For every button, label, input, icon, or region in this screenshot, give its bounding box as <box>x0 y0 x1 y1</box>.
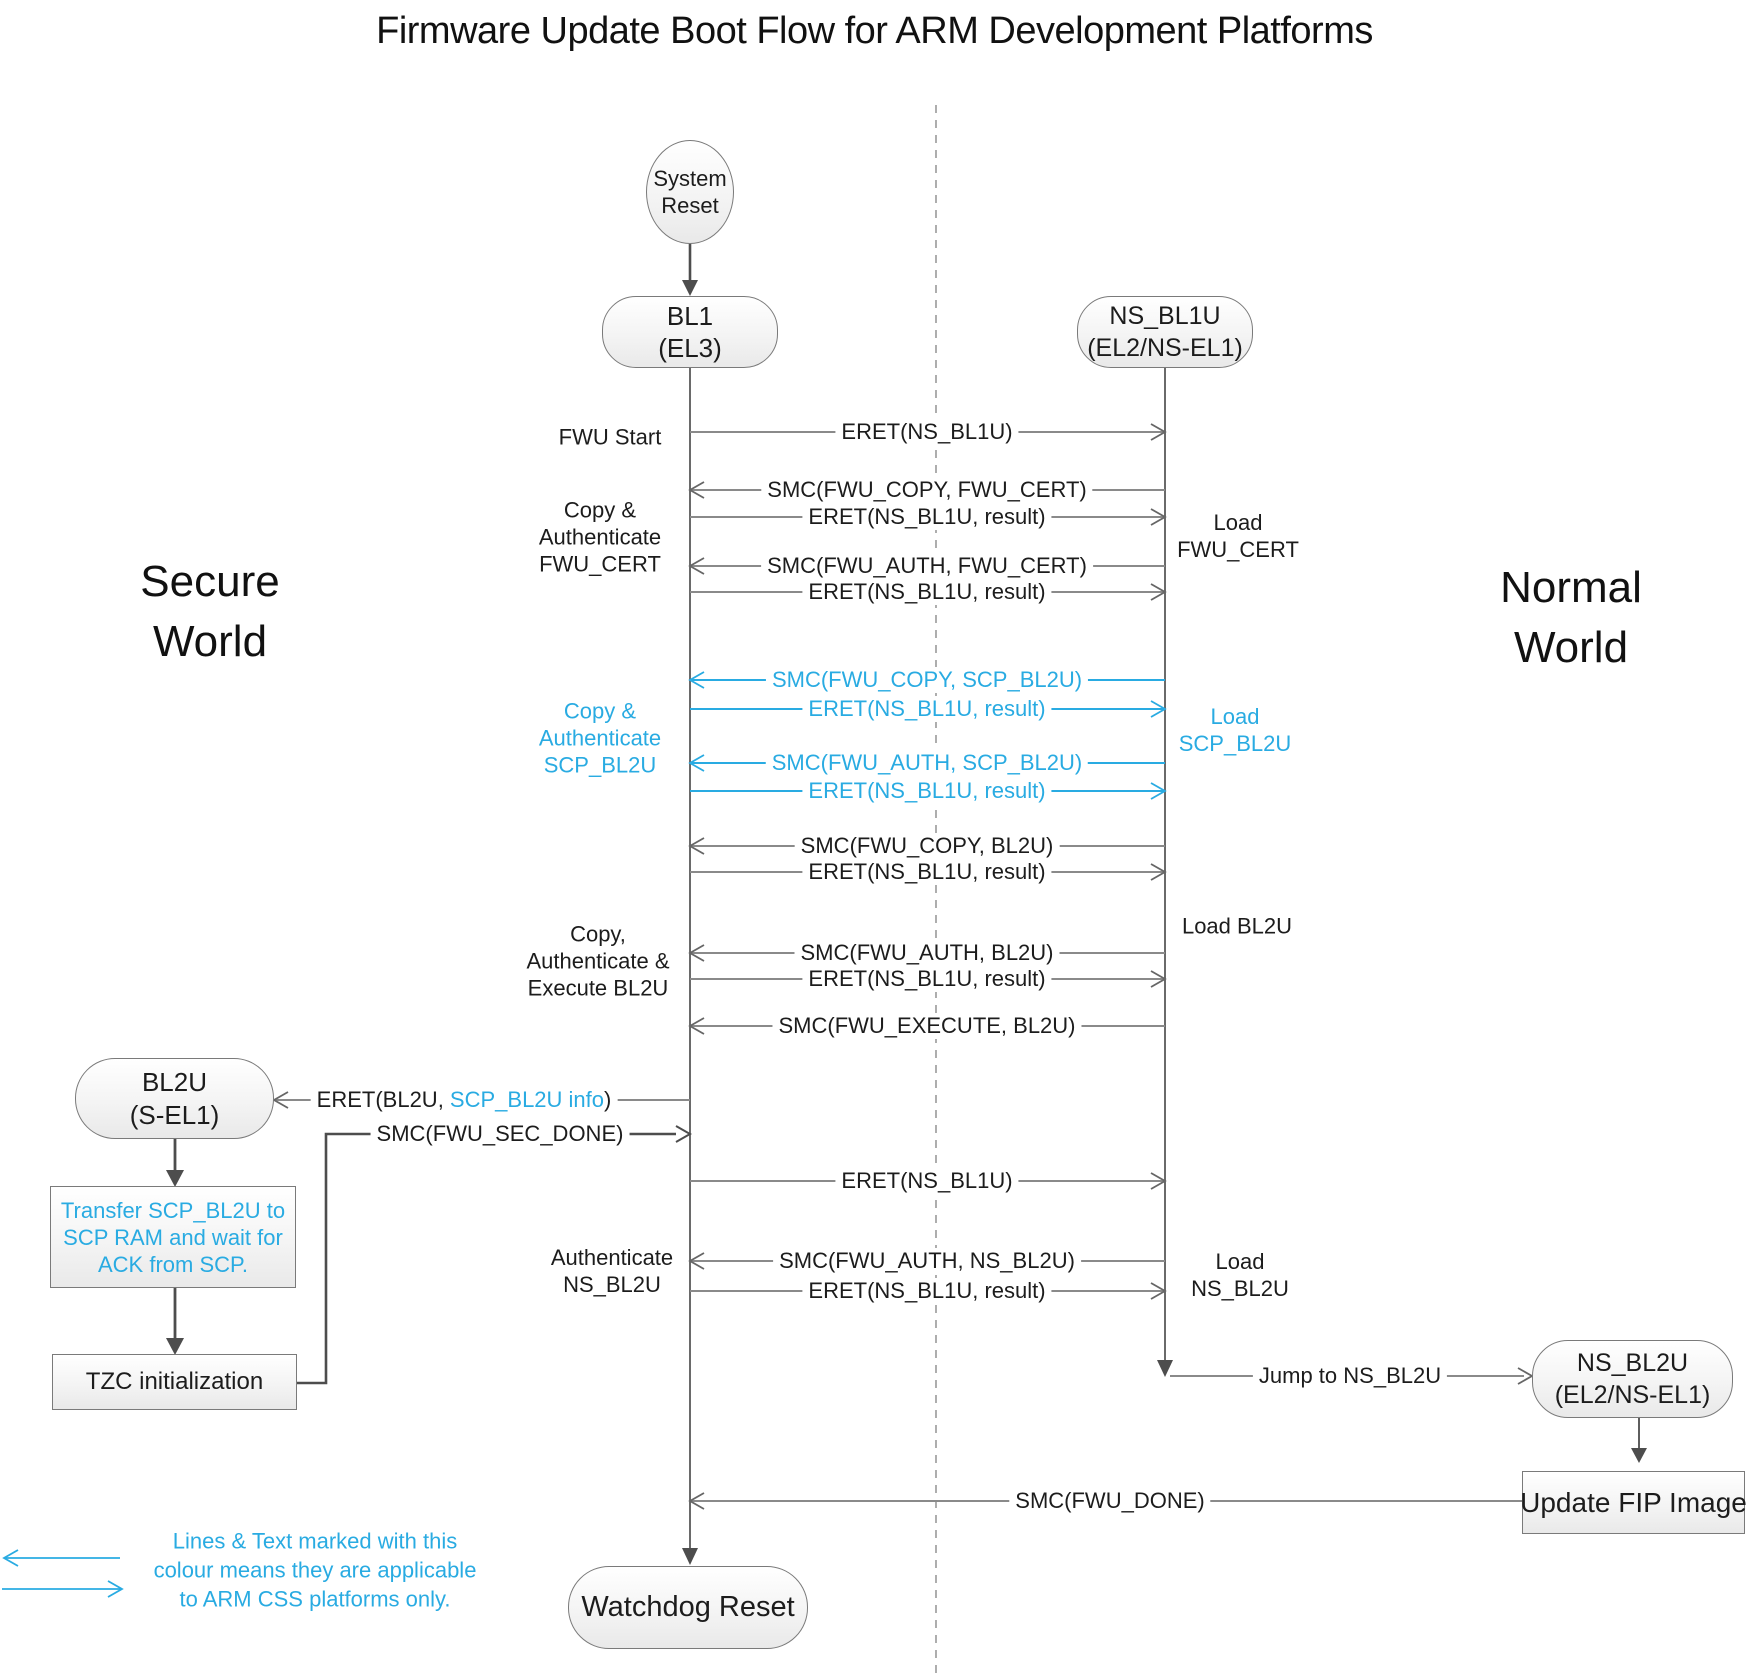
bl1-lifeline-arrowhead <box>682 1548 698 1565</box>
transfer-line1: Transfer SCP_BL2U to <box>60 1197 286 1223</box>
msg-eret-bl2u-scp-info: ERET(BL2U, SCP_BL2U info) <box>310 1087 618 1113</box>
msg-smc-fwu-auth-scp: SMC(FWU_AUTH, SCP_BL2U) <box>765 750 1089 776</box>
label-copy-auth-fwu-cert: Copy & Authenticate FWU_CERT <box>539 497 661 578</box>
msg-smc-fwu-auth-bl2u: SMC(FWU_AUTH, BL2U) <box>794 940 1060 966</box>
tzc-label: TZC initialization <box>85 1368 264 1395</box>
normal-world-line2: World <box>1513 623 1629 672</box>
msg-eret-result-1: ERET(NS_BL1U, result) <box>802 504 1052 530</box>
normal-world-line1: Normal <box>1500 563 1642 612</box>
label-line: Authenticate & <box>526 948 670 974</box>
label-authenticate-ns-bl2u: Authenticate NS_BL2U <box>551 1244 673 1298</box>
label-copy-auth-exec-bl2u: Copy, Authenticate & Execute BL2U <box>526 921 669 1002</box>
ns-bl1u-lifeline-arrowhead <box>1157 1360 1173 1377</box>
msg-eret-bl2u-part2: SCP_BL2U info <box>449 1087 605 1112</box>
label-load-ns-bl2u: Load NS_BL2U <box>1191 1248 1289 1302</box>
legend-text: Lines & Text marked with this colour mea… <box>154 1527 477 1614</box>
legend-line1: Lines & Text marked with this <box>172 1528 458 1554</box>
msg-eret-bl2u-part1: ERET(BL2U, <box>316 1087 450 1112</box>
label-line: Load <box>1213 510 1263 535</box>
bl2u-line1: BL2U <box>141 1066 208 1097</box>
label-line: Copy & <box>563 698 637 724</box>
msg-smc-fwu-copy-bl2u: SMC(FWU_COPY, BL2U) <box>794 833 1060 859</box>
transfer-to-tzc-arrow <box>166 1288 184 1355</box>
msg-eret-result-5: ERET(NS_BL1U, result) <box>802 859 1052 885</box>
system-reset-line1: System <box>653 166 727 191</box>
node-tzc-initialization: TZC initialization <box>52 1354 297 1410</box>
label-load-bl2u: Load BL2U <box>1182 913 1292 940</box>
msg-jump-to-ns-bl2u: Jump to NS_BL2U <box>1252 1363 1448 1389</box>
label-line: FWU_CERT <box>539 551 661 577</box>
transfer-line3: ACK from SCP. <box>98 1251 248 1277</box>
gray-message-arrowheads <box>272 423 1534 1510</box>
msg-smc-fwu-copy-cert: SMC(FWU_COPY, FWU_CERT) <box>761 477 1093 503</box>
label-line: Execute BL2U <box>527 975 669 1001</box>
transfer-line2: SCP RAM and wait for <box>63 1224 283 1250</box>
label-line: FWU_CERT <box>1177 537 1299 562</box>
msg-smc-fwu-copy-scp: SMC(FWU_COPY, SCP_BL2U) <box>765 667 1089 693</box>
secure-world-label: Secure World <box>140 552 279 672</box>
label-line: Load <box>1210 704 1260 729</box>
node-transfer-scp-bl2u: Transfer SCP_BL2U to SCP RAM and wait fo… <box>50 1186 296 1288</box>
fwu-start-line: FWU Start <box>558 424 662 450</box>
msg-eret-ns-bl1u: ERET(NS_BL1U) <box>835 419 1019 445</box>
legend-arrow-right <box>2 1580 124 1598</box>
ns-bl1u-line1: NS_BL1U <box>1109 302 1221 330</box>
watchdog-label: Watchdog Reset <box>581 1591 795 1623</box>
legend-arrow-left <box>2 1549 120 1567</box>
node-bl1: BL1 (EL3) <box>602 296 778 368</box>
page-title: Firmware Update Boot Flow for ARM Develo… <box>376 10 1373 52</box>
node-ns-bl1u: NS_BL1U (EL2/NS-EL1) <box>1077 296 1253 368</box>
label-load-scp-bl2u: Load SCP_BL2U <box>1179 703 1292 757</box>
msg-eret-result-6: ERET(NS_BL1U, result) <box>802 966 1052 992</box>
label-line: Authenticate <box>550 1245 674 1270</box>
legend-line2: colour means they are applicable <box>153 1557 477 1583</box>
legend-line3: to ARM CSS platforms only. <box>179 1586 451 1612</box>
msg-smc-fwu-sec-done: SMC(FWU_SEC_DONE) <box>370 1121 630 1147</box>
system-reset-line2: Reset <box>661 193 719 218</box>
node-ns-bl2u: NS_BL2U (EL2/NS-EL1) <box>1532 1340 1733 1418</box>
bl2u-line2: (S-EL1) <box>129 1099 220 1130</box>
label-line: NS_BL2U <box>1191 1276 1289 1301</box>
label-copy-auth-scp-bl2u: Copy & Authenticate SCP_BL2U <box>539 698 661 779</box>
msg-eret-result-2: ERET(NS_BL1U, result) <box>802 579 1052 605</box>
normal-world-label: Normal World <box>1500 558 1642 678</box>
label-line: Copy & <box>563 497 637 523</box>
bl1-line1: BL1 <box>666 301 714 331</box>
label-line: NS_BL2U <box>563 1272 661 1297</box>
label-line: Authenticate <box>538 524 662 550</box>
secure-world-line1: Secure <box>140 557 280 606</box>
label-line: Load <box>1215 1249 1265 1274</box>
label-line: SCP_BL2U <box>543 752 657 778</box>
bl2u-to-transfer-arrow <box>166 1139 184 1187</box>
msg-smc-fwu-auth-ns-bl2u: SMC(FWU_AUTH, NS_BL2U) <box>773 1248 1081 1274</box>
label-load-fwu-cert: Load FWU_CERT <box>1177 509 1299 563</box>
node-update-fip-image: Update FIP Image <box>1520 1471 1747 1534</box>
ns-bl2u-to-update-fip-arrow <box>1631 1418 1647 1463</box>
msg-smc-fwu-done: SMC(FWU_DONE) <box>1009 1488 1211 1514</box>
label-fwu-start: FWU Start <box>559 424 662 451</box>
msg-eret-result-4: ERET(NS_BL1U, result) <box>802 778 1052 804</box>
system-reset-arrow <box>682 244 698 296</box>
update-fip-label: Update FIP Image <box>1520 1486 1747 1518</box>
msg-eret-ns-bl1u-2: ERET(NS_BL1U) <box>835 1168 1019 1194</box>
msg-smc-fwu-execute: SMC(FWU_EXECUTE, BL2U) <box>772 1013 1082 1039</box>
bl1-line2: (EL3) <box>658 333 722 363</box>
node-watchdog-reset: Watchdog Reset <box>568 1566 808 1649</box>
msg-smc-fwu-auth-cert: SMC(FWU_AUTH, FWU_CERT) <box>761 553 1093 579</box>
label-line: SCP_BL2U <box>1178 731 1292 756</box>
label-line: Copy, <box>570 921 626 947</box>
node-bl2u: BL2U (S-EL1) <box>75 1058 274 1139</box>
ns-bl1u-line2: (EL2/NS-EL1) <box>1087 334 1243 362</box>
node-system-reset: System Reset <box>646 140 734 244</box>
label-line: Load BL2U <box>1181 913 1293 939</box>
msg-eret-bl2u-part3: ) <box>604 1087 612 1112</box>
msg-eret-result-7: ERET(NS_BL1U, result) <box>802 1278 1052 1304</box>
secure-world-line2: World <box>152 617 268 666</box>
blue-message-arrowheads <box>688 671 1167 800</box>
label-line: Authenticate <box>538 725 662 751</box>
ns-bl2u-line1: NS_BL2U <box>1576 1349 1689 1377</box>
msg-eret-result-3: ERET(NS_BL1U, result) <box>802 696 1052 722</box>
ns-bl2u-line2: (EL2/NS-EL1) <box>1554 1381 1711 1409</box>
